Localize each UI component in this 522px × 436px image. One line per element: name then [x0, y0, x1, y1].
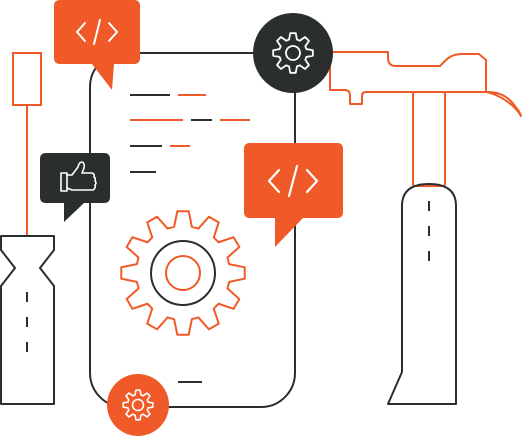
gear-badge-orange	[107, 374, 169, 436]
code-icon	[267, 164, 319, 198]
screwdriver-icon	[0, 52, 55, 405]
hammer-icon	[329, 51, 522, 405]
code-bubble-large	[244, 143, 343, 247]
code-lines	[130, 94, 250, 173]
phone-icon	[89, 52, 296, 408]
central-gear-icon	[120, 210, 246, 336]
gear-badge-dark	[253, 13, 333, 93]
code-icon	[76, 19, 118, 45]
gear-icon	[272, 32, 314, 74]
thumbs-up-bubble	[40, 153, 110, 222]
code-bubble-small	[54, 0, 140, 90]
thumbs-up-icon	[60, 161, 97, 192]
gear-icon	[122, 389, 154, 421]
